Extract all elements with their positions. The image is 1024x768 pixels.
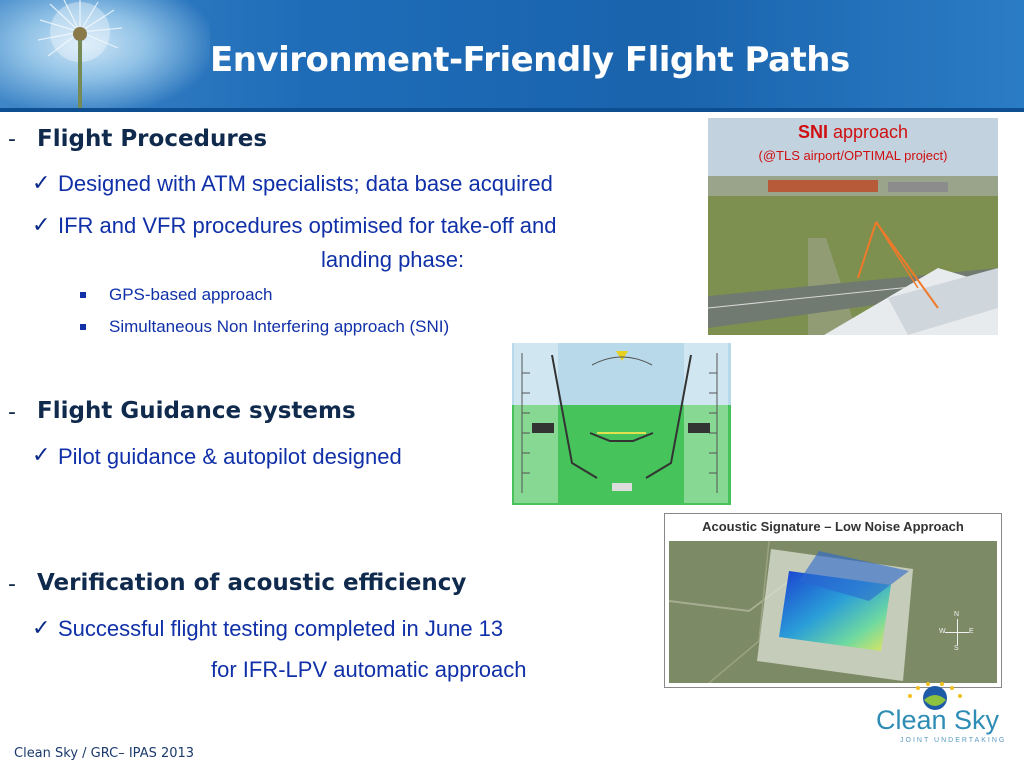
title-banner: Environment-Friendly Flight Paths bbox=[0, 0, 1024, 112]
header-bottom-band bbox=[0, 108, 1024, 112]
aerial-view-graphic bbox=[708, 118, 998, 335]
logo-name: Clean Sky bbox=[876, 705, 1000, 735]
logo-tagline: JOINT UNDERTAKING bbox=[900, 737, 1007, 744]
compass-n: N bbox=[954, 611, 960, 618]
compass-w: W bbox=[939, 628, 946, 635]
check-icon: ✓ bbox=[32, 170, 51, 195]
acoustic-map: N W E S bbox=[669, 541, 997, 683]
bullet-text: Pilot guidance & autopilot designed bbox=[58, 444, 402, 469]
check-icon: ✓ bbox=[32, 212, 51, 237]
compass-e: E bbox=[969, 628, 974, 635]
acoustic-signature-image: Acoustic Signature – Low Noise Approach … bbox=[664, 513, 1002, 688]
clean-sky-logo-icon bbox=[908, 682, 962, 710]
bullet-text-continuation: for IFR-LPV automatic approach bbox=[211, 657, 527, 682]
sni-approach-photo: SNI approach (@TLS airport/OPTIMAL proje… bbox=[708, 118, 998, 335]
section-dash: - bbox=[8, 127, 16, 152]
heading-acoustic-efficiency: Verification of acoustic efficiency bbox=[37, 570, 467, 596]
pfd-graphic bbox=[512, 343, 731, 505]
section-dash: - bbox=[8, 572, 16, 597]
check-icon: ✓ bbox=[32, 442, 51, 467]
footer-text: Clean Sky / GRC– IPAS 2013 bbox=[14, 746, 195, 761]
page-title: Environment-Friendly Flight Paths bbox=[210, 40, 850, 80]
acoustic-caption: Acoustic Signature – Low Noise Approach bbox=[702, 519, 964, 534]
heading-flight-guidance: Flight Guidance systems bbox=[37, 398, 356, 424]
compass-s: S bbox=[954, 645, 959, 652]
compass-rose: N W E S bbox=[937, 611, 977, 655]
square-bullet-icon bbox=[80, 292, 86, 298]
sni-label: SNI approach bbox=[797, 122, 909, 142]
header-glow bbox=[0, 0, 210, 112]
sub-bullet-text: Simultaneous Non Interfering approach (S… bbox=[109, 317, 450, 336]
bullet-text-continuation: landing phase: bbox=[321, 247, 465, 272]
primary-flight-display-image bbox=[512, 343, 731, 505]
square-bullet-icon bbox=[80, 324, 86, 330]
bullet-text: Successful flight testing completed in J… bbox=[58, 616, 504, 641]
sub-bullet-text: GPS-based approach bbox=[109, 285, 273, 304]
heading-flight-procedures: Flight Procedures bbox=[37, 126, 268, 152]
sni-sublabel: (@TLS airport/OPTIMAL project) bbox=[758, 148, 948, 163]
bullet-text: IFR and VFR procedures optimised for tak… bbox=[58, 213, 557, 238]
check-icon: ✓ bbox=[32, 615, 51, 640]
noise-map-graphic bbox=[669, 541, 997, 683]
dandelion-icon bbox=[37, 0, 123, 112]
section-dash: - bbox=[8, 400, 16, 425]
bullet-text: Designed with ATM specialists; data base… bbox=[58, 171, 553, 196]
